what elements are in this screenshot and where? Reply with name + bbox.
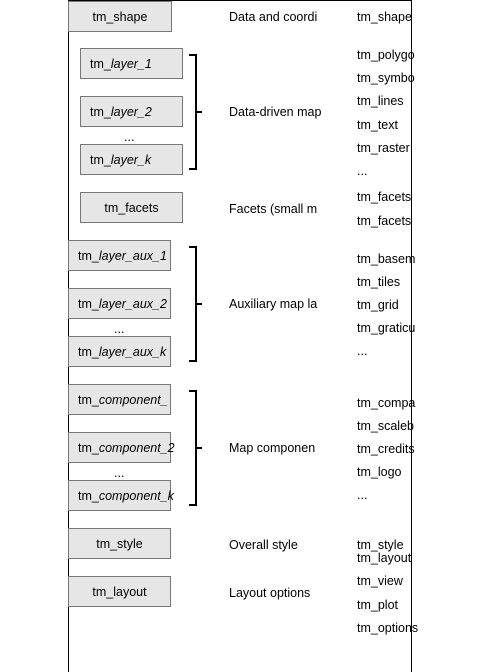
fn-box-layer-aux-k: tm_layer_aux_k — [68, 336, 171, 367]
fn-list-item: tm_compa — [357, 396, 416, 410]
desc-layout-options: Layout options — [229, 586, 311, 600]
ellipsis: ... — [114, 322, 125, 336]
fn-list-item: tm_facets — [357, 190, 412, 204]
fn-box-tm-layout: tm_layout — [68, 576, 171, 607]
fn-list-item: tm_text — [357, 118, 398, 132]
fn-list-item: tm_logo — [357, 465, 402, 479]
desc-data-driven: Data-driven map — [229, 105, 322, 119]
fn-box-component-k: tm_component_k — [68, 480, 174, 511]
fn-box-layer-k: tm_layer_k — [80, 144, 183, 175]
ellipsis: ... — [114, 466, 125, 480]
fn-list-item: tm_graticu — [357, 321, 416, 335]
fn-box-component-1: tm_component_ — [68, 384, 171, 415]
desc-overall-style: Overall style — [229, 538, 298, 552]
brace-tick — [197, 447, 202, 449]
fn-list-item: tm_plot — [357, 598, 398, 612]
fn-box-layer-2: tm_layer_2 — [80, 96, 183, 127]
fn-list-item: ... — [357, 488, 368, 502]
desc-data-coordinates: Data and coordi — [229, 10, 318, 24]
fn-list-item: tm_tiles — [357, 275, 401, 289]
fn-list-item: tm_layout — [357, 551, 412, 565]
fn-box-component-2: tm_component_2 — [68, 432, 175, 463]
fn-list-item: tm_scaleb — [357, 419, 414, 433]
group-brace — [189, 246, 197, 362]
top-border — [68, 0, 412, 1]
fn-box-layer-1: tm_layer_1 — [80, 48, 183, 79]
ellipsis: ... — [124, 130, 135, 144]
fn-list-item: tm_grid — [357, 298, 399, 312]
desc-map-components: Map componen — [229, 441, 316, 455]
fn-list-item: tm_lines — [357, 94, 404, 108]
group-brace — [189, 54, 197, 170]
desc-facets: Facets (small m — [229, 202, 318, 216]
brace-tick — [197, 303, 202, 305]
fn-list-item: ... — [357, 164, 368, 178]
fn-list-item: tm_style — [357, 538, 404, 552]
fn-box-tm-facets: tm_facets — [80, 192, 183, 223]
fn-list-item: tm_options — [357, 621, 419, 635]
desc-auxiliary: Auxiliary map la — [229, 297, 318, 311]
fn-list-item: tm_polygo — [357, 48, 415, 62]
fn-list-item: tm_facets — [357, 214, 412, 228]
fn-box-layer-aux-1: tm_layer_aux_1 — [68, 240, 171, 271]
fn-box-layer-aux-2: tm_layer_aux_2 — [68, 288, 171, 319]
fn-list-item: ... — [357, 344, 368, 358]
fn-box-tm-style: tm_style — [68, 528, 171, 559]
brace-tick — [197, 111, 202, 113]
fn-list-item: tm_basem — [357, 252, 416, 266]
right-border — [411, 0, 412, 672]
fn-list-item: tm_view — [357, 574, 403, 588]
fn-box-tm-shape: tm_shape — [68, 1, 172, 32]
fn-list-item: tm_raster — [357, 141, 410, 155]
fn-list-item: tm_shape — [357, 10, 412, 24]
fn-list-item: tm_credits — [357, 442, 415, 456]
group-brace — [189, 390, 197, 506]
fn-box-label: tm_shape — [92, 9, 148, 24]
fn-list-item: tm_symbo — [357, 71, 415, 85]
